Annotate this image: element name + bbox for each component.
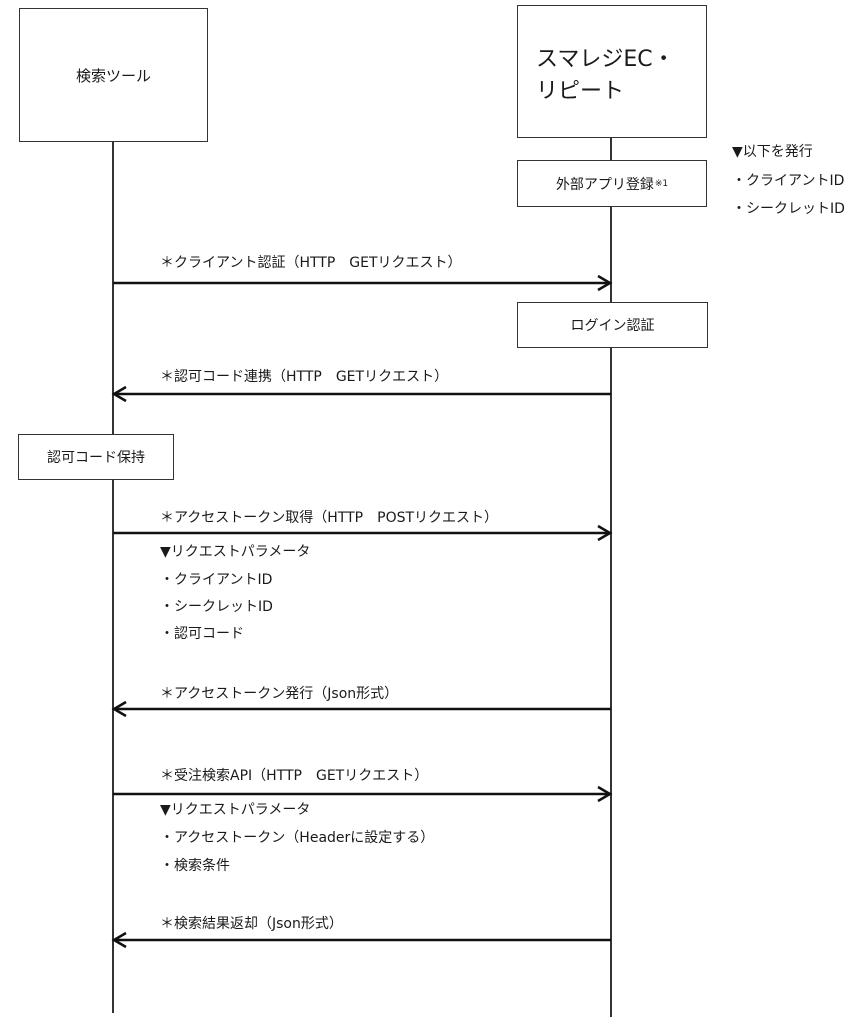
arrow-head-icon [111, 700, 127, 718]
message-label-get-token: ＊アクセストークン取得（HTTP POSTリクエスト） [160, 510, 499, 526]
lifeline-smaregi [610, 137, 612, 1017]
arrow-head-icon [597, 524, 613, 542]
arrow-head-icon [597, 785, 613, 803]
issue-note-heading: ▼以下を発行 [732, 144, 813, 160]
actor-search-tool-label: 検索ツール [75, 66, 151, 85]
token-param-item: ・シークレットID [160, 599, 273, 615]
actor-smaregi-label: スマレジEC・ リピート [536, 47, 675, 104]
lifeline-search-tool [112, 141, 114, 1013]
message-label-auth-code-link: ＊認可コード連携（HTTP GETリクエスト） [160, 369, 449, 385]
search-param-item: ・アクセストークン（Headerに設定する） [160, 830, 435, 846]
issue-note-item: ・クライアントID [732, 173, 845, 189]
auth-code-hold-label: 認可コード保持 [47, 450, 145, 466]
auth-code-hold-box: 認可コード保持 [18, 434, 174, 480]
arrow-issue-token [111, 700, 611, 718]
token-param-item: ・クライアントID [160, 572, 273, 588]
arrow-order-search [113, 785, 613, 803]
actor-search-tool: 検索ツール [19, 8, 208, 142]
search-params-heading: ▼リクエストパラメータ [160, 802, 311, 818]
login-auth-box: ログイン認証 [517, 302, 708, 348]
arrow-search-result [111, 931, 611, 949]
app-registration-box: 外部アプリ登録※1 [517, 160, 707, 207]
arrow-client-auth [113, 274, 613, 292]
issue-note-item: ・シークレットID [732, 201, 845, 217]
token-params-heading: ▼リクエストパラメータ [160, 544, 311, 560]
arrow-head-icon [111, 931, 127, 949]
message-label-client-auth: ＊クライアント認証（HTTP GETリクエスト） [160, 255, 462, 271]
arrow-auth-code-link [111, 385, 611, 403]
arrow-get-token [113, 524, 613, 542]
footnote-mark: ※1 [654, 178, 669, 189]
message-label-issue-token: ＊アクセストークン発行（Json形式） [160, 686, 399, 702]
message-label-order-search: ＊受注検索API（HTTP GETリクエスト） [160, 768, 429, 784]
arrow-head-icon [597, 274, 613, 292]
arrow-head-icon [111, 385, 127, 403]
login-auth-label: ログイン認証 [570, 318, 655, 334]
token-param-item: ・認可コード [160, 626, 244, 642]
search-param-item: ・検索条件 [160, 858, 230, 874]
message-label-search-result: ＊検索結果返却（Json形式） [160, 916, 343, 932]
actor-smaregi: スマレジEC・ リピート [517, 5, 707, 138]
app-registration-label: 外部アプリ登録 [555, 176, 654, 193]
